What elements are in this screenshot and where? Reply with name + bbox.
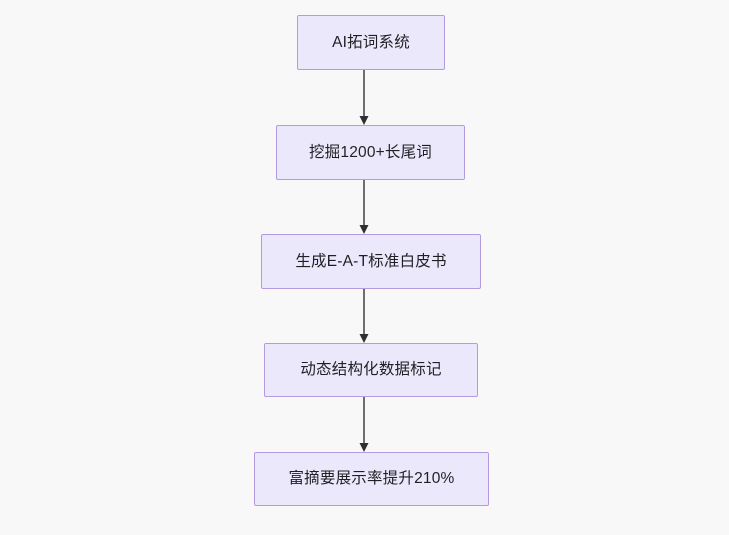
flowchart-arrow-connector — [357, 289, 371, 343]
flowchart-node-generate-eat-whitepaper[interactable]: 生成E-A-T标准白皮书 — [261, 234, 481, 289]
flowchart-node-label: 生成E-A-T标准白皮书 — [295, 252, 447, 270]
flowchart-node-mine-longtail-keywords[interactable]: 挖掘1200+长尾词 — [276, 125, 465, 180]
flowchart-node-ai-keyword-system[interactable]: AI拓词系统 — [297, 15, 445, 70]
flowchart-node-label: 挖掘1200+长尾词 — [308, 143, 433, 161]
flowchart-arrow-connector — [357, 397, 371, 452]
arrow-down-icon — [359, 289, 369, 343]
flowchart-node-label: 动态结构化数据标记 — [300, 361, 442, 379]
flowchart-node-label: 富摘要展示率提升210% — [288, 470, 455, 488]
arrow-down-icon — [359, 397, 369, 452]
flowchart-node-dynamic-structured-data-markup[interactable]: 动态结构化数据标记 — [264, 343, 478, 397]
flowchart-arrow-connector — [357, 70, 371, 125]
flowchart-node-rich-snippet-impression-uplift[interactable]: 富摘要展示率提升210% — [254, 452, 489, 506]
flowchart-arrow-connector — [357, 180, 371, 234]
arrow-down-icon — [359, 180, 369, 234]
arrow-down-icon — [359, 70, 369, 125]
flowchart-node-label: AI拓词系统 — [332, 33, 410, 51]
